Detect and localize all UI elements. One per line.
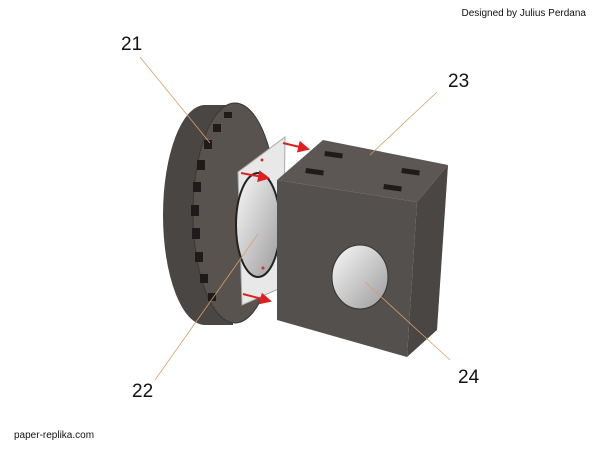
leader-lines (139, 56, 451, 381)
website-credit: paper-replika.com (14, 430, 95, 441)
designer-credit: Designed by Julius Perdana (461, 8, 586, 19)
plate-part-22 (235, 135, 286, 306)
label-21: 21 (121, 34, 143, 55)
hole-part-24 (331, 244, 389, 310)
label-22: 22 (132, 381, 154, 402)
wheel-slots (191, 112, 232, 301)
assembly-arrows (240, 140, 310, 305)
box-part-23 (277, 140, 448, 357)
label-23: 23 (448, 71, 470, 92)
label-24: 24 (458, 367, 480, 388)
